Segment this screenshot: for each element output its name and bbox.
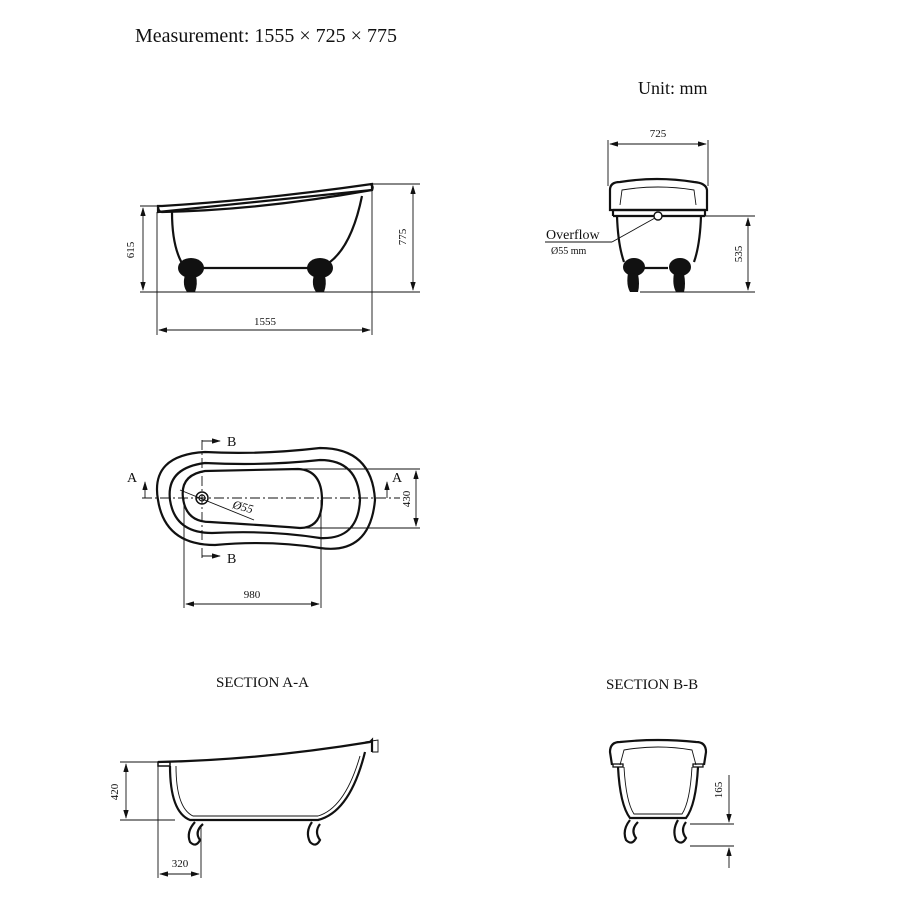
dim-section-depth: 420 xyxy=(109,783,121,800)
section-b-marker-bottom: B xyxy=(227,552,236,567)
dim-inner-width: 430 xyxy=(401,490,413,507)
claw-foot-left xyxy=(623,819,639,844)
dim-drain-offset: 980 xyxy=(244,589,261,601)
claw-foot-left xyxy=(623,258,645,292)
claw-foot-right xyxy=(306,821,322,846)
top-view: Ø55 A A B B 430 980 xyxy=(127,435,420,608)
dim-height: 775 xyxy=(397,228,409,245)
section-a-view: 420 320 xyxy=(109,737,379,878)
section-b-title: SECTION B-B xyxy=(606,677,699,693)
dim-length: 1555 xyxy=(254,316,277,328)
dim-section-offset: 320 xyxy=(172,858,189,870)
dim-width: 725 xyxy=(650,128,667,140)
claw-foot-left xyxy=(187,821,204,846)
dim-overflow-height: 535 xyxy=(733,245,745,262)
measurement-title: Measurement: 1555 × 725 × 775 xyxy=(135,25,397,47)
dim-rim-height: 615 xyxy=(125,241,137,258)
overflow-label: Overflow xyxy=(546,228,601,243)
unit-label: Unit: mm xyxy=(638,78,708,98)
claw-foot-right xyxy=(669,258,691,292)
side-view: 615 775 1555 xyxy=(125,182,420,335)
section-b-view: 165 xyxy=(608,738,734,868)
overflow-size: Ø55 mm xyxy=(551,246,587,257)
dim-section-b: 165 xyxy=(713,781,725,798)
section-a-title: SECTION A-A xyxy=(216,675,309,691)
overflow-hole xyxy=(653,211,663,221)
section-a-marker-left: A xyxy=(127,471,138,486)
section-b-marker-top: B xyxy=(227,435,236,450)
claw-foot-right xyxy=(307,258,333,292)
end-view: 725 535 Overflow Ø55 mm xyxy=(545,128,755,293)
claw-foot-left xyxy=(178,258,204,292)
claw-foot-right xyxy=(673,819,688,844)
section-a-marker-right: A xyxy=(392,471,403,486)
drain-diameter: Ø55 xyxy=(230,497,255,516)
